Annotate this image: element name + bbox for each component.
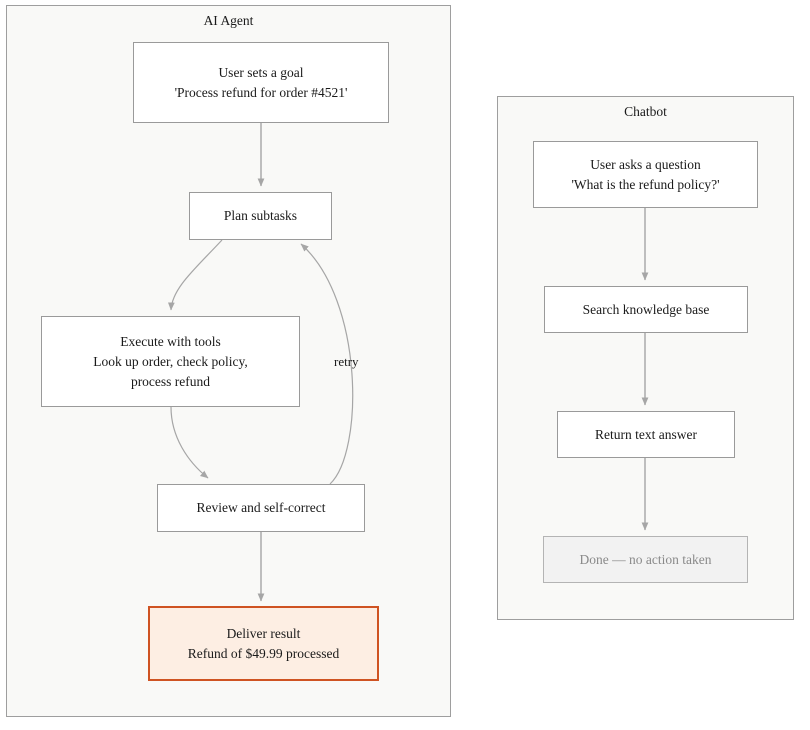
node-search-knowledge-base[interactable]: Search knowledge base <box>544 286 748 333</box>
node-return-text-answer[interactable]: Return text answer <box>557 411 735 458</box>
node-search-knowledge-base-line1: Search knowledge base <box>582 301 710 317</box>
node-execute-tools-line3: process refund <box>130 373 211 389</box>
node-plan-subtasks[interactable]: Plan subtasks <box>189 192 332 240</box>
node-user-goal[interactable]: User sets a goal 'Process refund for ord… <box>133 42 389 123</box>
node-done-no-action-line1: Done — no action taken <box>579 551 712 567</box>
node-user-question[interactable]: User asks a question 'What is the refund… <box>533 141 758 208</box>
node-plan-subtasks-line1: Plan subtasks <box>223 208 298 223</box>
node-deliver-result[interactable]: Deliver result Refund of $49.99 processe… <box>148 606 379 681</box>
panel-title-chatbot: Chatbot <box>624 104 667 119</box>
node-execute-tools[interactable]: Execute with tools Look up order, check … <box>41 316 300 407</box>
node-review-self-correct[interactable]: Review and self-correct <box>157 484 365 532</box>
node-return-text-answer-line1: Return text answer <box>595 426 697 442</box>
panel-title-ai-agent: AI Agent <box>203 13 254 28</box>
node-deliver-result-line1: Deliver result <box>226 625 301 641</box>
node-execute-tools-line2: Look up order, check policy, <box>93 353 248 369</box>
node-user-goal-line2: 'Process refund for order #4521' <box>174 84 348 100</box>
edge-label-retry: retry <box>334 354 359 370</box>
node-user-question-line1: User asks a question <box>590 156 701 172</box>
node-done-no-action[interactable]: Done — no action taken <box>543 536 748 583</box>
node-deliver-result-line2: Refund of $49.99 processed <box>187 645 340 661</box>
node-execute-tools-line1: Execute with tools <box>120 333 221 349</box>
node-user-goal-line1: User sets a goal <box>218 64 304 80</box>
node-review-self-correct-line1: Review and self-correct <box>196 500 326 515</box>
node-user-question-line2: 'What is the refund policy?' <box>571 176 720 192</box>
edge-label-retry-text: retry <box>334 354 359 369</box>
